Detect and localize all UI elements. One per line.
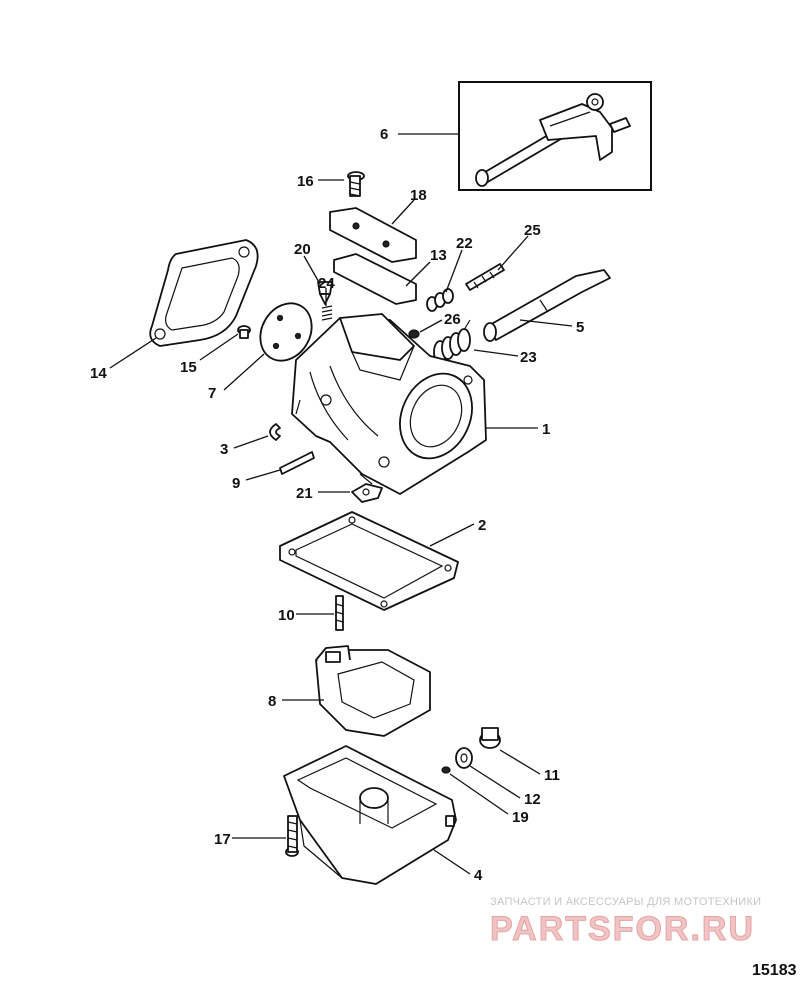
watermark-tagline: ЗАПЧАСТИ И АКСЕССУАРЫ ДЛЯ МОТОТЕХНИКИ: [490, 896, 762, 908]
callout-8: 8: [268, 693, 276, 710]
callout-20: 20: [294, 241, 311, 258]
callout-7: 7: [208, 385, 216, 402]
part-11-plug: [479, 727, 501, 749]
part-21-washer: [351, 483, 383, 503]
callout-12: 12: [524, 791, 541, 808]
callout-13: 13: [430, 247, 447, 264]
part-9-pin: [279, 451, 315, 475]
callout-25: 25: [524, 222, 541, 239]
callout-18: 18: [410, 187, 427, 204]
figure-number: 15183: [752, 962, 797, 979]
callout-19: 19: [512, 809, 529, 826]
part-10-pin: [335, 595, 344, 631]
part-4-float-bowl: [283, 745, 457, 885]
callout-21: 21: [296, 485, 313, 502]
part-15-screw: [237, 325, 251, 339]
callout-22: 22: [456, 235, 473, 252]
callout-14: 14: [90, 365, 107, 382]
callout-2: 2: [478, 517, 486, 534]
part-26-screw: [408, 329, 420, 339]
part-13-plate: [333, 253, 417, 305]
part-24-spring: [321, 305, 333, 321]
callout-15: 15: [180, 359, 197, 376]
callout-26: 26: [444, 311, 461, 328]
leader-lines: [109, 133, 573, 875]
callout-5: 5: [576, 319, 584, 336]
part-17-screw: [285, 815, 299, 857]
callout-16: 16: [297, 173, 314, 190]
callout-labels: 6 16 18 20 13 22 25 24 26 5 23 14 15 7 1…: [90, 126, 584, 884]
part-12-washer: [455, 747, 473, 769]
callout-10: 10: [278, 607, 295, 624]
part-19-screw: [441, 766, 451, 774]
callout-3: 3: [220, 441, 228, 458]
callout-17: 17: [214, 831, 231, 848]
part-2-gasket: [279, 511, 459, 611]
part-3-clip: [269, 423, 281, 441]
part-16-screw: [347, 171, 365, 197]
callout-23: 23: [520, 349, 537, 366]
callout-9: 9: [232, 475, 240, 492]
watermark-logo: PARTSFOR.RU: [489, 910, 756, 949]
callout-6: 6: [380, 126, 388, 143]
part-20-needle: [317, 281, 333, 305]
part-6-throttle-lever: [458, 81, 652, 191]
part-8-float: [315, 645, 431, 737]
callout-24: 24: [318, 275, 335, 292]
part-18-plate: [329, 207, 417, 263]
callout-11: 11: [544, 767, 560, 784]
part-25-screw: [465, 263, 505, 291]
callout-1: 1: [542, 421, 550, 438]
callout-4: 4: [474, 867, 483, 884]
part-5-shaft: [483, 269, 611, 342]
part-7-disc: [259, 302, 313, 362]
part-22-spring: [426, 288, 454, 312]
part-1-carburetor-body: [291, 313, 487, 495]
part-14-flange-gasket: [149, 239, 259, 347]
